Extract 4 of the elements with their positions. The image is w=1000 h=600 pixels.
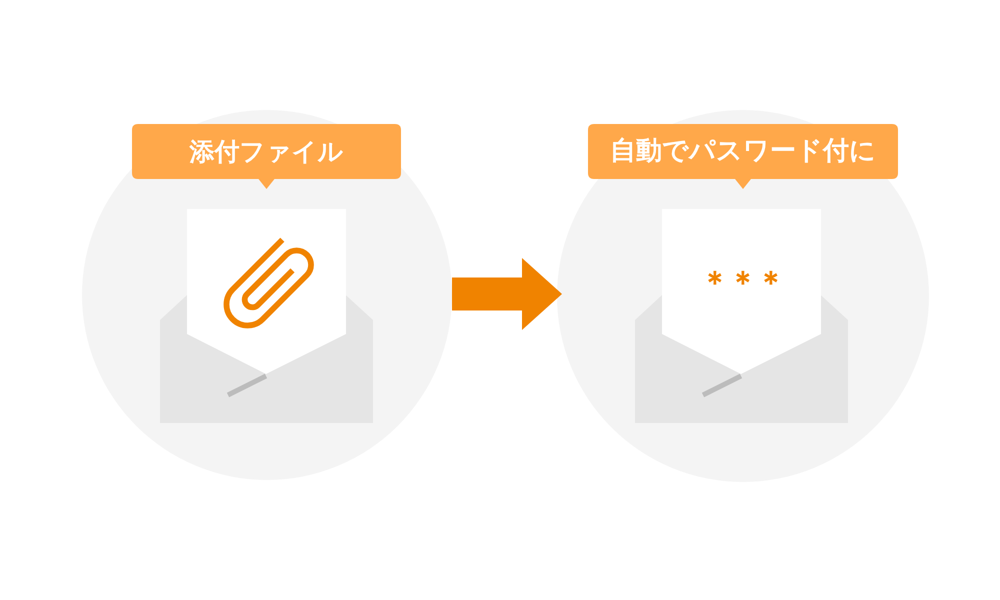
callout-label: 自動でパスワード付に	[588, 124, 898, 190]
callout-label: 添付ファイル	[132, 124, 401, 190]
password-mask: ＊＊＊	[699, 264, 785, 302]
arrow	[452, 258, 562, 330]
